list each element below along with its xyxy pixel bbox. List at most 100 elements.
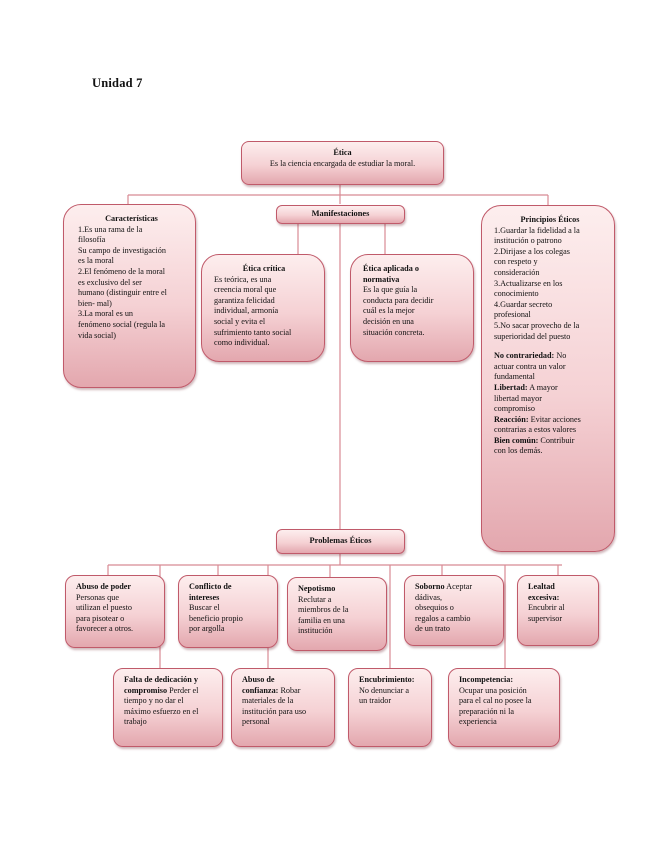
- problem-text-line: de un trato: [415, 624, 451, 634]
- problem-text-line: miembros de la: [298, 605, 349, 615]
- problem-text-line: tiempo y no dar el: [124, 696, 184, 706]
- text-line: 2.Dirijase a los colegas: [494, 246, 570, 256]
- text-line: situación concreta.: [363, 327, 425, 337]
- problem-text-line: para el cal no posee la: [459, 696, 532, 706]
- problem-title: Encubrimiento:: [359, 675, 415, 684]
- problem-text-line: para pisotear o: [76, 613, 125, 623]
- problem-text-line: un traidor: [359, 696, 392, 706]
- problem-title-line: Soborno Aceptar: [415, 582, 497, 593]
- text-line: decisión en una: [363, 316, 414, 326]
- root-node-etica: Ética Es la ciencia encargada de estudia…: [241, 141, 444, 185]
- text-line: fenómeno social (regula la: [78, 319, 166, 329]
- problem-text-line: Ocupar una posición: [459, 685, 527, 695]
- text-line: profesional: [494, 310, 531, 320]
- problem-text-line: por argolla: [189, 624, 225, 634]
- text-line: garantiza felicidad: [214, 295, 275, 305]
- problem-title-line: Lealtad: [528, 582, 592, 593]
- caracteristicas-title: Características: [105, 214, 158, 223]
- problem-title-line: confianza: Robar: [242, 686, 328, 697]
- problem-title2: intereses: [189, 592, 220, 602]
- principle-term-line: Libertad: A mayor: [494, 383, 606, 394]
- problem-text-line: preparación ni la: [459, 706, 515, 716]
- problem-title-line: Nepotismo: [298, 584, 380, 595]
- problem-title-line: Falta de dedicación y: [124, 675, 216, 686]
- principle-term-line: libertad mayor: [494, 394, 606, 405]
- problem-title-line: excesiva:: [528, 593, 592, 604]
- problem-title-line: intereses: [189, 593, 271, 604]
- problem-inline-text: Robar: [278, 685, 301, 695]
- node-principios-eticos: Principios Éticos 1.Guardar la fidelidad…: [481, 205, 615, 552]
- problem-inline-text: Aceptar: [444, 582, 473, 591]
- problem-inline-text: Perder el: [167, 685, 199, 695]
- text-line: social y evita el: [214, 316, 266, 326]
- text-line: 1.Guardar la fidelidad a la: [494, 225, 580, 235]
- node-problemas-eticos: Problemas Éticos: [276, 529, 405, 554]
- problem-text-line: obsequios o: [415, 603, 454, 613]
- principle-term-text: No: [554, 351, 567, 361]
- text-line: sufrimiento tanto social: [214, 327, 292, 337]
- etica-aplicada-title: Ética aplicada o: [363, 264, 419, 273]
- problem-title: Lealtad: [528, 582, 555, 591]
- text-line: como individual.: [214, 338, 270, 348]
- text-line: consideración: [494, 267, 540, 277]
- principle-term-text: actuar contra un valor: [494, 361, 566, 371]
- problem-text-line: trabajo: [124, 717, 147, 727]
- problem-text-line: experiencia: [459, 717, 497, 727]
- problem-title: Incompetencia:: [459, 675, 514, 684]
- principle-term-line: fundamental: [494, 372, 606, 383]
- text-line: humano (distinguir entre el: [78, 288, 167, 298]
- etica-aplicada-title2: normativa: [363, 274, 400, 284]
- text-line: vida social): [78, 330, 116, 340]
- principle-term-line: compromiso: [494, 404, 606, 415]
- problem-title2: excesiva:: [528, 592, 560, 602]
- problem-title-line: Conflicto de: [189, 582, 271, 593]
- problem-text-line: favorecer a otros.: [76, 624, 134, 634]
- problem-text-line: materiales de la: [242, 696, 294, 706]
- principle-term-label: Bien común:: [494, 435, 539, 445]
- principle-term-text: libertad mayor: [494, 393, 542, 403]
- principle-term-text: A mayor: [527, 382, 558, 392]
- principios-title: Principios Éticos: [520, 215, 580, 224]
- text-line: 2.El fenómeno de la moral: [78, 266, 166, 276]
- problem-text-line: institución: [298, 626, 333, 636]
- text-line: 3.Actualizarse en los: [494, 278, 563, 288]
- text-line: 3.La moral es un: [78, 309, 134, 319]
- problem-title: Abuso de poder: [76, 582, 132, 591]
- text-line: cuál es la mejor: [363, 306, 415, 316]
- text-line: 5.No sacar provecho de la: [494, 320, 580, 330]
- problem-text-line: dádivas,: [415, 592, 443, 602]
- problem-text-line: institución para uso: [242, 706, 307, 716]
- problem-title-line: Abuso de poder: [76, 582, 158, 593]
- problem-text-line: Personas que: [76, 592, 119, 602]
- text-line: bien- mal): [78, 298, 112, 308]
- principle-term-label: No contrariedad:: [494, 351, 555, 361]
- text-line: Su campo de investigación: [78, 245, 166, 255]
- problem-text-line: beneficio propio: [189, 613, 243, 623]
- text-line: 4.Guardar secreto: [494, 299, 553, 309]
- root-title: Ética: [333, 148, 352, 157]
- problem-title-line: Incompetencia:: [459, 675, 553, 686]
- text-line: 1.Es una rama de la: [78, 224, 143, 234]
- manifestaciones-title: Manifestaciones: [311, 209, 370, 219]
- text-line: es la moral: [78, 256, 114, 266]
- problem-title: Soborno: [415, 582, 445, 591]
- text-line: superioridad del puesto: [494, 331, 571, 341]
- principle-term-text: Contribuir: [538, 435, 575, 445]
- problem-title2: compromiso: [124, 685, 168, 695]
- principle-term-text: Evitar acciones: [528, 414, 581, 424]
- principle-term-label: Reacción:: [494, 414, 529, 424]
- text-line: Es la que guía la: [363, 285, 418, 295]
- principle-term-text: con los demás.: [494, 446, 543, 456]
- principle-term-label: Libertad:: [494, 382, 528, 392]
- principle-term-line: No contrariedad: No: [494, 351, 606, 362]
